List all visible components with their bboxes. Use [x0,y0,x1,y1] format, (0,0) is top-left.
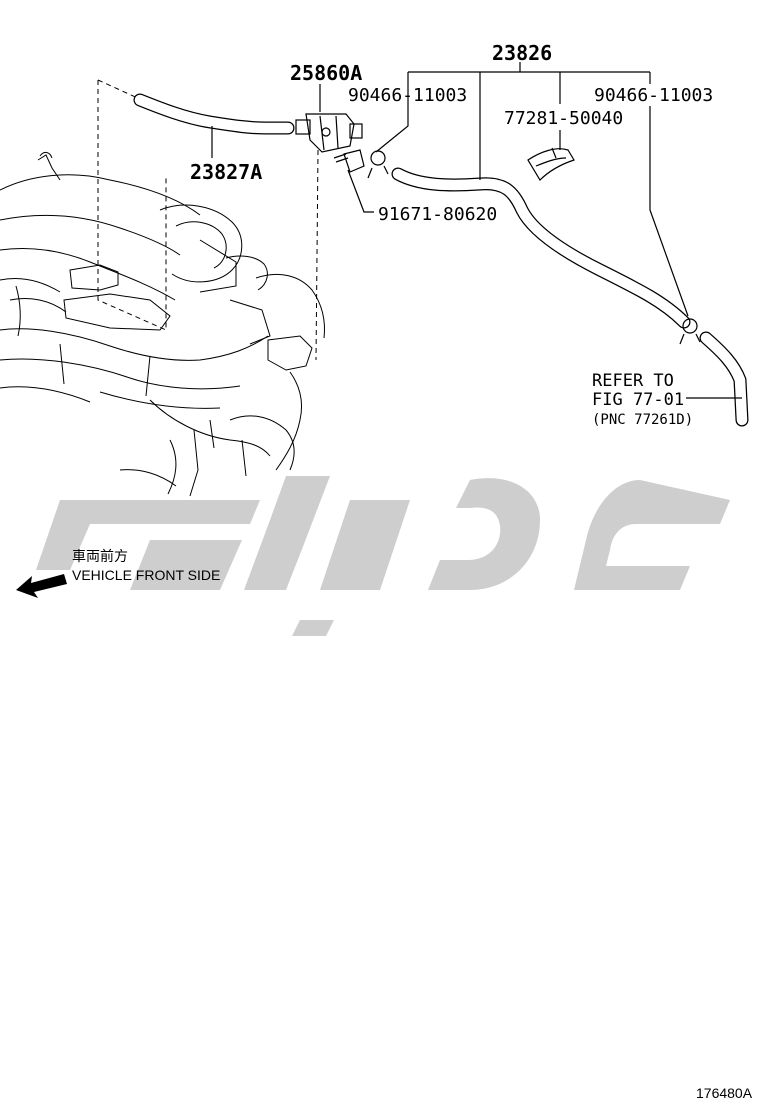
label-23827a: 23827A [190,160,262,184]
hose-23827a [133,93,295,135]
reference-line-1: REFER TO [592,371,674,391]
watermark-logo [36,476,730,636]
label-23826: 23826 [492,41,552,65]
clamp-77281-50040 [527,147,575,181]
valve-25860a [295,113,363,153]
label-25860a: 25860A [290,61,362,85]
bolt-91671-80620 [333,149,365,173]
front-arrow-icon [16,574,67,598]
locator-dashed-line [97,79,165,111]
valve-dashed-leader [315,149,319,361]
clip-left [367,150,389,179]
leader-lines [211,62,742,399]
figure-id: 176480A [696,1085,753,1101]
label-77281-50040: 77281-50040 [504,108,623,129]
reference-line-2: FIG 77-01 [592,390,684,410]
label-clip-right: 90466-11003 [594,85,713,106]
engine-block [0,151,325,497]
vehicle-front-indicator: 車両前方 VEHICLE FRONT SIDE [16,548,220,598]
locator-dashed-box [97,80,167,331]
direction-label-japanese: 車両前方 [72,548,128,564]
clip-right [679,318,701,345]
label-91671-80620: 91671-80620 [378,204,497,225]
reference-line-3: (PNC 77261D) [592,412,693,428]
direction-label-english: VEHICLE FRONT SIDE [72,567,220,583]
label-clip-left: 90466-11003 [348,85,467,106]
hose-23826 [391,167,749,427]
